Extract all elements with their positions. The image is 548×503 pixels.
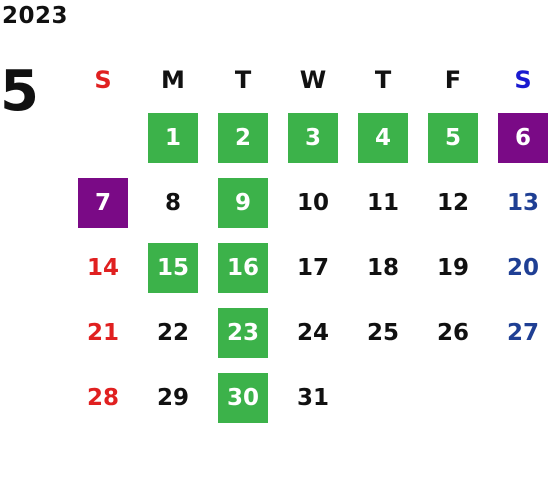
- day-number: 22: [156, 319, 189, 346]
- day-number: 25: [366, 319, 399, 346]
- day-number: 26: [436, 319, 469, 346]
- day-cell[interactable]: 12: [418, 170, 488, 235]
- month-label: 5: [0, 59, 39, 124]
- empty-cell: [488, 365, 548, 430]
- day-number: 21: [86, 319, 119, 346]
- day-number: 30: [218, 372, 268, 423]
- day-cell[interactable]: 11: [348, 170, 418, 235]
- day-cell[interactable]: 18: [348, 235, 418, 300]
- day-number: 4: [358, 112, 408, 163]
- weekday-header: W: [299, 66, 327, 94]
- day-cell[interactable]: 29: [138, 365, 208, 430]
- day-number: 17: [296, 254, 329, 281]
- day-number: 20: [506, 254, 539, 281]
- day-number: 2: [218, 112, 268, 163]
- day-number: 16: [218, 242, 268, 293]
- weekday-header: M: [161, 66, 185, 94]
- day-cell[interactable]: 3: [278, 105, 348, 170]
- day-cell[interactable]: 14: [68, 235, 138, 300]
- day-cell[interactable]: 24: [278, 300, 348, 365]
- day-cell[interactable]: 9: [208, 170, 278, 235]
- day-number: 15: [148, 242, 198, 293]
- day-cell[interactable]: 8: [138, 170, 208, 235]
- day-cell[interactable]: 23: [208, 300, 278, 365]
- day-number: 5: [428, 112, 478, 163]
- day-number: 6: [498, 112, 548, 163]
- weekday-header: S: [514, 66, 532, 94]
- weekday-header: T: [374, 66, 392, 94]
- day-cell[interactable]: 13: [488, 170, 548, 235]
- day-cell[interactable]: 16: [208, 235, 278, 300]
- day-cell[interactable]: 15: [138, 235, 208, 300]
- day-number: 19: [436, 254, 469, 281]
- day-number: 1: [148, 112, 198, 163]
- weekday-header: T: [234, 66, 252, 94]
- year-label: 2023: [2, 3, 69, 29]
- day-cell[interactable]: 7: [68, 170, 138, 235]
- day-number: 27: [506, 319, 539, 346]
- day-number: 29: [156, 384, 189, 411]
- weekday-header: S: [94, 66, 112, 94]
- weekday-header: F: [444, 66, 462, 94]
- day-cell[interactable]: 22: [138, 300, 208, 365]
- day-number: 7: [78, 177, 128, 228]
- day-cell[interactable]: 6: [488, 105, 548, 170]
- day-number: 9: [218, 177, 268, 228]
- day-number: 8: [164, 189, 181, 216]
- day-cell[interactable]: 27: [488, 300, 548, 365]
- day-number: 28: [86, 384, 119, 411]
- day-cell[interactable]: 25: [348, 300, 418, 365]
- day-cell[interactable]: 5: [418, 105, 488, 170]
- day-cell[interactable]: 31: [278, 365, 348, 430]
- day-cell[interactable]: 28: [68, 365, 138, 430]
- day-cell[interactable]: 4: [348, 105, 418, 170]
- empty-cell: [68, 105, 138, 170]
- day-number: 12: [436, 189, 469, 216]
- day-cell[interactable]: 10: [278, 170, 348, 235]
- day-number: 31: [296, 384, 329, 411]
- day-cell[interactable]: 20: [488, 235, 548, 300]
- day-cell[interactable]: 2: [208, 105, 278, 170]
- day-cell[interactable]: 26: [418, 300, 488, 365]
- day-cell[interactable]: 30: [208, 365, 278, 430]
- day-cell[interactable]: 17: [278, 235, 348, 300]
- day-number: 18: [366, 254, 399, 281]
- day-number: 11: [366, 189, 399, 216]
- empty-cell: [418, 365, 488, 430]
- empty-cell: [348, 365, 418, 430]
- day-number: 13: [506, 189, 539, 216]
- day-cell[interactable]: 21: [68, 300, 138, 365]
- day-cell[interactable]: 1: [138, 105, 208, 170]
- day-number: 24: [296, 319, 329, 346]
- day-cell[interactable]: 19: [418, 235, 488, 300]
- day-number: 23: [218, 307, 268, 358]
- day-number: 3: [288, 112, 338, 163]
- day-number: 10: [296, 189, 329, 216]
- day-number: 14: [86, 254, 119, 281]
